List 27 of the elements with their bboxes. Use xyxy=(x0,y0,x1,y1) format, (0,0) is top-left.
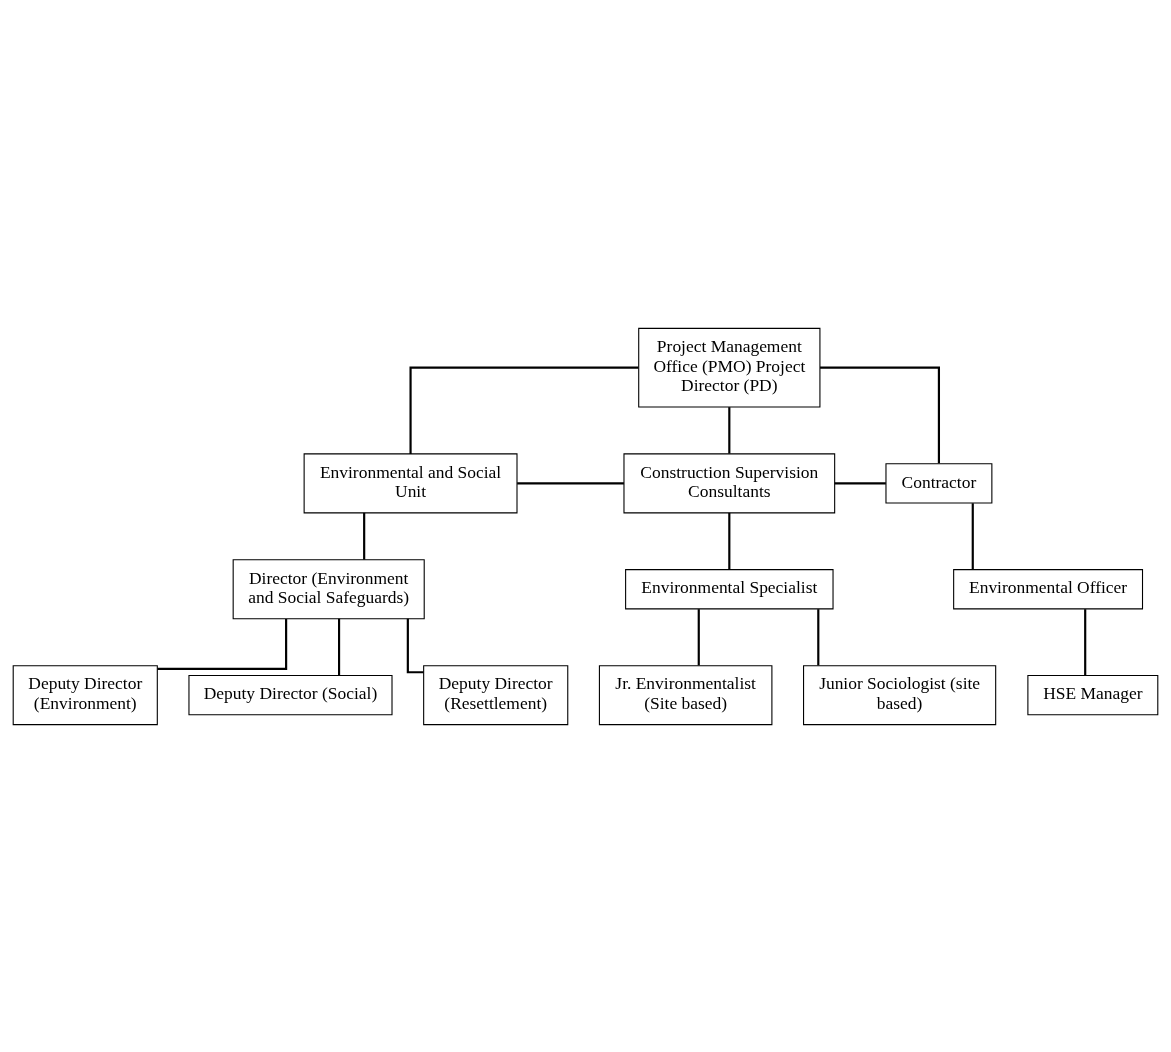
node-box: HSE Manager xyxy=(1027,674,1159,715)
node-box: Jr. Environmentalist (Site based) xyxy=(598,664,773,725)
connector xyxy=(409,366,639,454)
connector xyxy=(517,481,624,484)
node-box: Environmental and Social Unit xyxy=(303,452,518,513)
node-box: Environmental Specialist xyxy=(625,568,834,609)
connector xyxy=(1084,608,1087,675)
connector xyxy=(971,502,974,569)
node-box: Project Management Office (PMO) Project Director (PD) xyxy=(638,327,821,407)
connector xyxy=(406,618,424,673)
node-box: Deputy Director (Environment) xyxy=(12,664,158,725)
node-box: Director (Environment and Social Safeguards) xyxy=(232,558,425,619)
connector xyxy=(834,481,886,484)
connector xyxy=(728,512,731,569)
node-box: Deputy Director (Resettlement) xyxy=(423,664,569,725)
connector xyxy=(337,618,341,675)
node-box: Construction Supervision Consultants xyxy=(623,452,836,513)
connector xyxy=(157,618,288,670)
node-box: Environmental Officer xyxy=(953,568,1144,609)
connector xyxy=(728,406,731,454)
connector xyxy=(697,608,700,665)
node-box: Deputy Director (Social) xyxy=(188,674,393,715)
connector xyxy=(363,512,366,560)
node-box: Junior Sociologist (site based) xyxy=(803,664,997,725)
connector xyxy=(820,366,940,463)
connector xyxy=(817,608,820,665)
node-box: Contractor xyxy=(885,462,993,504)
